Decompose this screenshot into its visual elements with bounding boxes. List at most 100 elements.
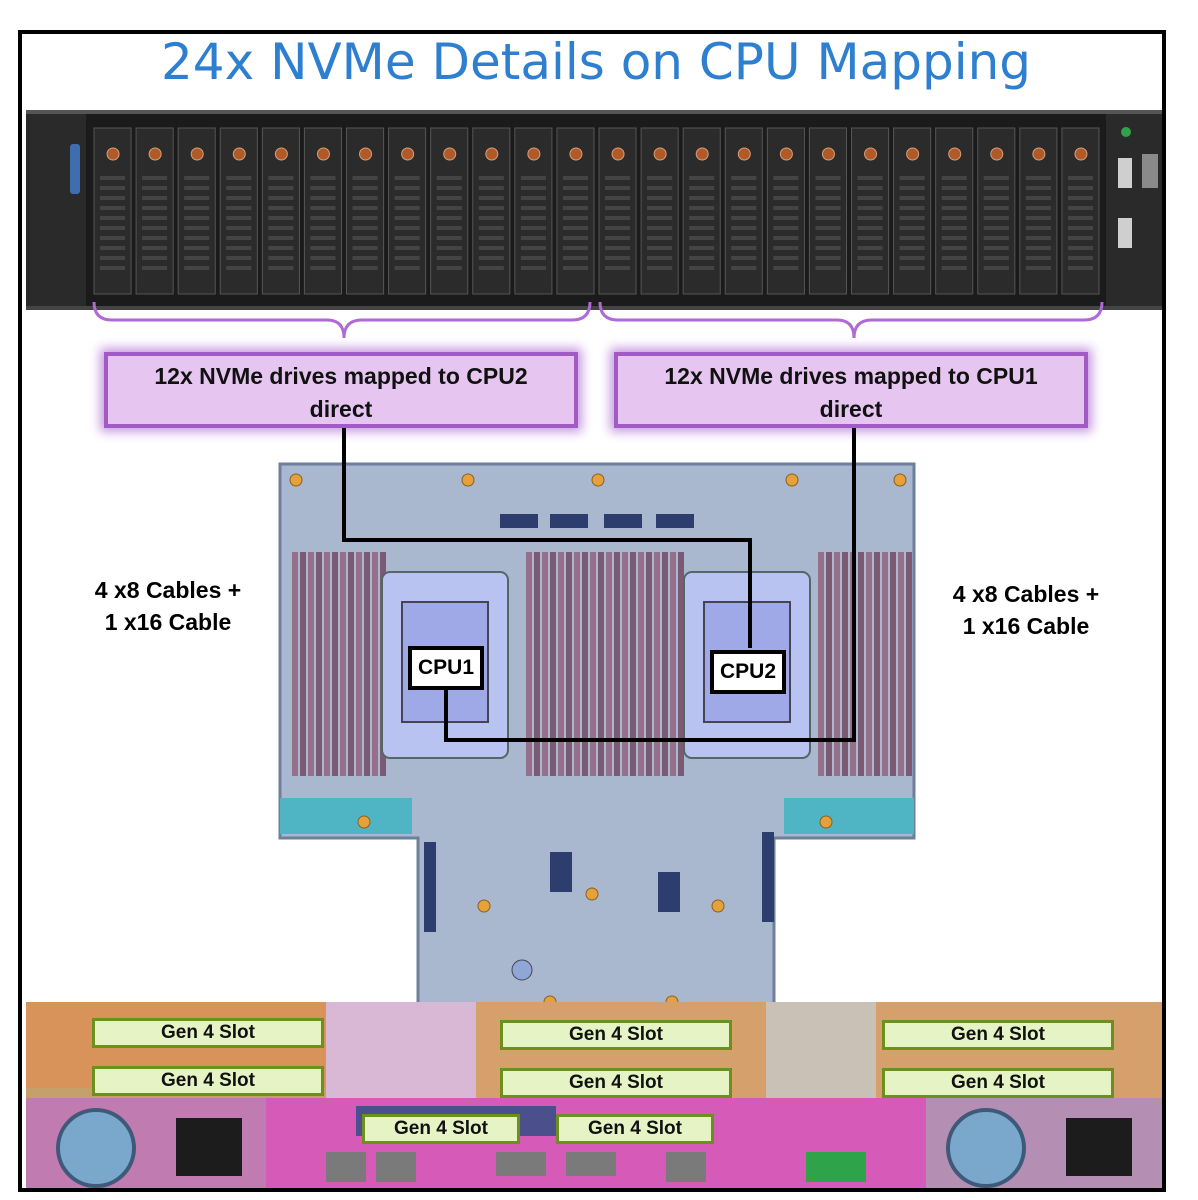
- dimm-slot: [834, 552, 840, 776]
- dimm-slot: [818, 552, 824, 776]
- drive-bay: [261, 127, 300, 295]
- cpu1-mapping-box: 12x NVMe drives mapped to CPU1 direct: [614, 352, 1088, 428]
- dimm-slot: [614, 552, 620, 776]
- cpu2-label: CPU2: [710, 650, 787, 694]
- gen4-slot-2: Gen 4 Slot: [92, 1066, 324, 1096]
- drive-bay: [303, 127, 342, 295]
- right-ear: [1106, 114, 1162, 306]
- riser-bracket: [766, 1002, 876, 1098]
- usb-port-icon: [1118, 158, 1132, 188]
- drive-bay: [808, 127, 848, 295]
- gen4-slot-5: Gen 4 Slot: [882, 1020, 1114, 1050]
- cpu1-mapping-line2: direct: [819, 396, 883, 422]
- dimm-slot: [906, 552, 912, 776]
- drive-bay: [682, 127, 721, 295]
- psu2-fan-icon: [946, 1108, 1026, 1188]
- dimm-slot: [300, 552, 306, 776]
- rear-ports: [326, 1152, 866, 1182]
- drive-bay: [430, 127, 469, 295]
- dimm-slot: [826, 552, 832, 776]
- dimm-slot: [898, 552, 904, 776]
- dimm-slot: [646, 552, 652, 776]
- left-brace: [92, 301, 592, 339]
- dimm-slot: [566, 552, 572, 776]
- drive-bay: [893, 127, 932, 295]
- drive-bay: [935, 127, 974, 295]
- diagram-frame: 24x NVMe Details on CPU Mapping 12x NVMe…: [18, 30, 1166, 1192]
- motherboard: [278, 462, 916, 1007]
- dimm-slot: [598, 552, 604, 776]
- psu1-power-socket-icon: [176, 1118, 242, 1176]
- drive-bay: [219, 127, 258, 295]
- gen4-slot-3: Gen 4 Slot: [500, 1020, 732, 1050]
- drive-bay: [346, 127, 385, 295]
- dimm-slot: [550, 552, 556, 776]
- status-indicator: [70, 144, 80, 194]
- gen4-slot-8: Gen 4 Slot: [556, 1114, 714, 1144]
- gen4-slot-7: Gen 4 Slot: [362, 1114, 520, 1144]
- server-front-chassis: [26, 110, 1162, 310]
- dimm-slot: [372, 552, 378, 776]
- battery-icon: [511, 959, 533, 981]
- cpu2-mapping-box: 12x NVMe drives mapped to CPU2 direct: [104, 352, 578, 428]
- right-cable-line2: 1 x16 Cable: [962, 613, 1090, 639]
- drive-bays: [26, 114, 1162, 306]
- left-connector-bank: [280, 798, 412, 834]
- dimm-slot: [638, 552, 644, 776]
- drive-bay: [472, 127, 511, 295]
- drive-bay: [640, 127, 679, 295]
- dimm-slot: [858, 552, 864, 776]
- dimm-slot: [574, 552, 580, 776]
- dimm-slot: [534, 552, 540, 776]
- power-icon: [1121, 127, 1131, 137]
- dimm-slot: [542, 552, 548, 776]
- vga-port-icon: [1142, 154, 1158, 188]
- right-brace: [598, 301, 1104, 339]
- dimm-slot: [654, 552, 660, 776]
- dimm-slot: [558, 552, 564, 776]
- drive-bay: [177, 127, 216, 295]
- dimm-slot: [364, 552, 370, 776]
- cpu2-mapping-line1: 12x NVMe drives mapped to CPU2: [154, 363, 528, 389]
- cpu2-mapping-line2: direct: [309, 396, 373, 422]
- page-title: 24x NVMe Details on CPU Mapping: [160, 33, 1032, 91]
- server-rear-chassis: Gen 4 Slot Gen 4 Slot Gen 4 Slot Gen 4 S…: [26, 1002, 1162, 1188]
- dimm-slot: [606, 552, 612, 776]
- dimm-slot: [630, 552, 636, 776]
- drive-bay: [514, 127, 553, 295]
- dimm-slot: [316, 552, 322, 776]
- drive-bay: [977, 127, 1016, 295]
- dimm-slot: [324, 552, 330, 776]
- drive-bay: [135, 127, 174, 295]
- drive-bay: [388, 127, 427, 295]
- dimm-slot: [582, 552, 588, 776]
- drive-bay: [766, 127, 805, 295]
- drive-group-braces: [92, 301, 1104, 339]
- dimm-bank-left: [292, 552, 386, 776]
- right-cable-label: 4 x8 Cables + 1 x16 Cable: [926, 578, 1126, 642]
- dimm-slot: [850, 552, 856, 776]
- left-cable-label: 4 x8 Cables + 1 x16 Cable: [68, 574, 268, 638]
- dimm-slot: [590, 552, 596, 776]
- dimm-slot: [670, 552, 676, 776]
- dimm-slot: [292, 552, 298, 776]
- drive-bay: [851, 127, 890, 295]
- gen4-slot-6: Gen 4 Slot: [882, 1068, 1114, 1098]
- left-cable-line1: 4 x8 Cables +: [94, 577, 242, 603]
- right-connector-bank: [784, 798, 914, 834]
- dimm-slot: [874, 552, 880, 776]
- drive-bay: [724, 127, 763, 295]
- dimm-slot: [526, 552, 532, 776]
- dimm-slot: [332, 552, 338, 776]
- drive-bay: [93, 127, 132, 295]
- dimm-slot: [890, 552, 896, 776]
- dimm-slot: [842, 552, 848, 776]
- gen4-slot-4: Gen 4 Slot: [500, 1068, 732, 1098]
- dimm-slot: [348, 552, 354, 776]
- drive-bay: [598, 127, 637, 295]
- psu1-fan-icon: [56, 1108, 136, 1188]
- dimm-slot: [622, 552, 628, 776]
- dimm-slot: [356, 552, 362, 776]
- usb-port-icon-2: [1118, 218, 1132, 248]
- drive-bay: [1061, 127, 1100, 295]
